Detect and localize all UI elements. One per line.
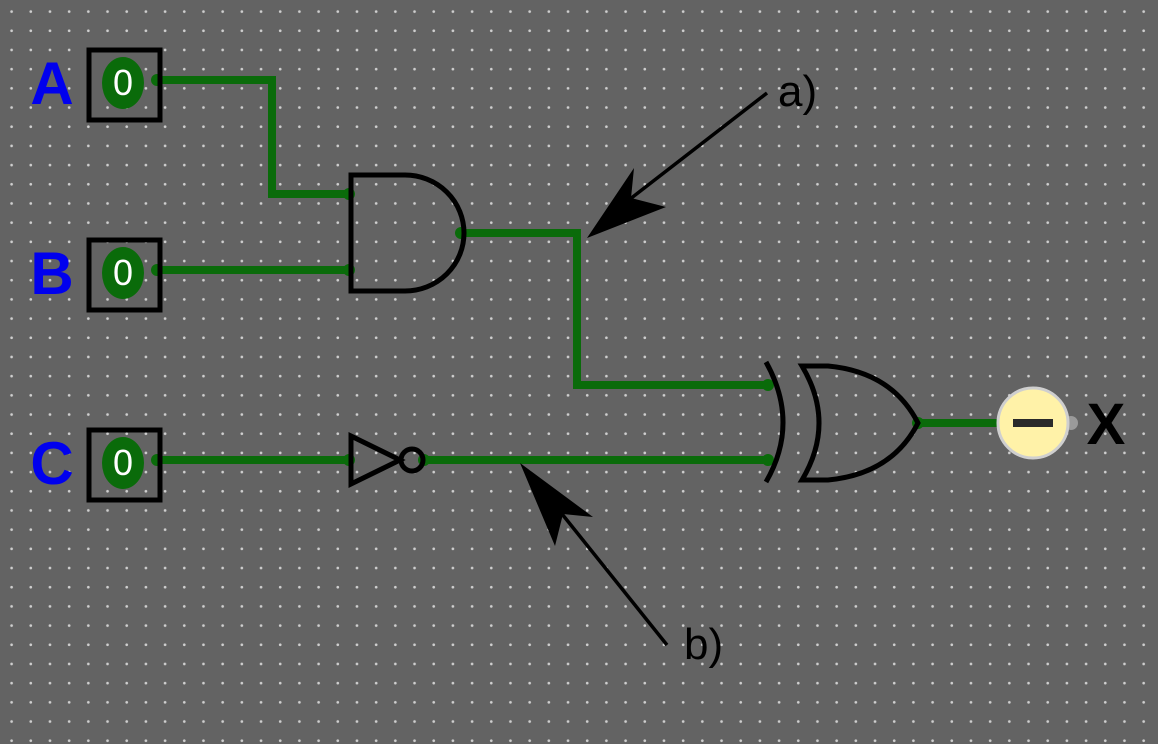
output-led[interactable]	[996, 386, 1078, 460]
and-gate[interactable]	[348, 172, 467, 294]
wire-and-to-xor	[461, 229, 768, 389]
input-switch-b[interactable]: 0	[86, 237, 163, 313]
annotation-label-a: a)	[778, 67, 817, 116]
undefined-state-dash-icon	[1013, 419, 1053, 427]
input-c-value: 0	[113, 442, 133, 483]
not-gate[interactable]	[348, 431, 426, 489]
output-x-label: X	[1087, 392, 1126, 457]
input-a-label: A	[30, 50, 73, 117]
input-b-value: 0	[113, 252, 133, 293]
input-switch-c[interactable]: 0	[86, 427, 163, 503]
xor-gate[interactable]	[763, 360, 921, 484]
wire-a-to-and	[157, 76, 349, 198]
annotation-arrow-b	[520, 463, 669, 647]
annotation-arrow-a	[587, 91, 769, 238]
input-c-label: C	[30, 430, 73, 497]
input-b-label: B	[30, 240, 73, 307]
input-a-value: 0	[113, 62, 133, 103]
input-switch-a[interactable]: 0	[86, 47, 163, 123]
annotation-label-b: b)	[684, 620, 723, 669]
